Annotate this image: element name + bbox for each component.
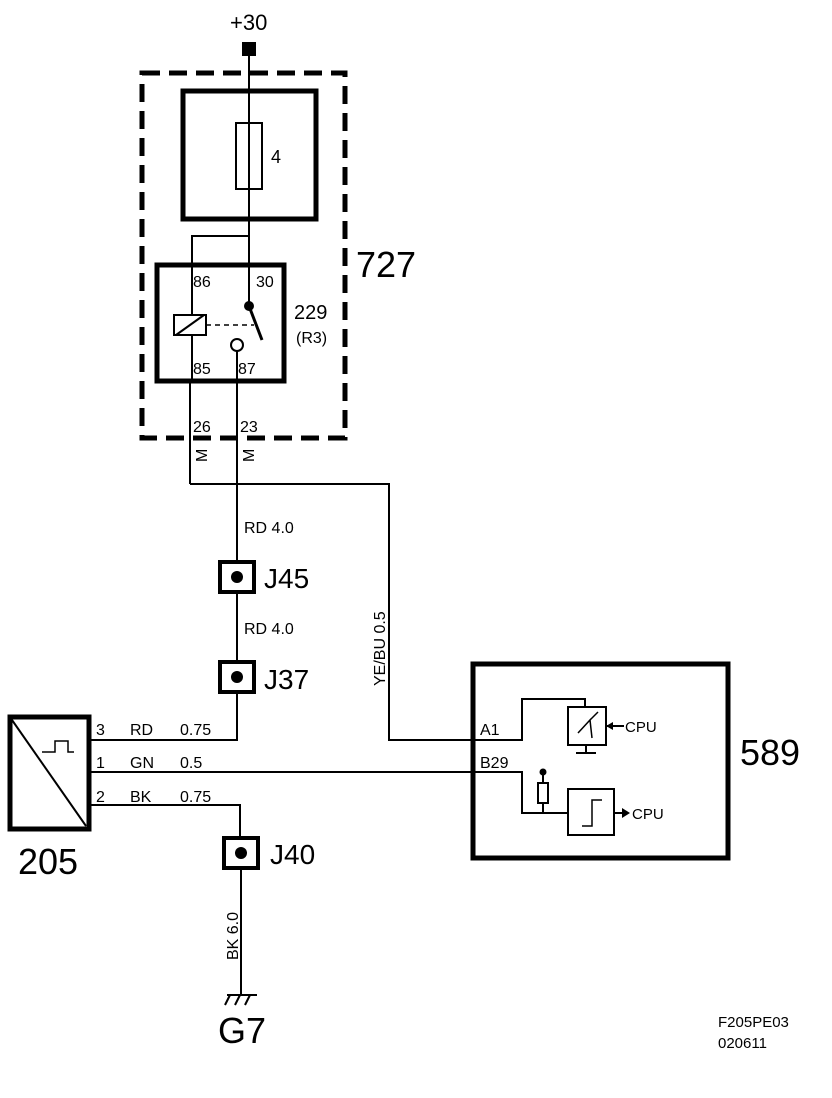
supply-label: +30	[230, 10, 267, 35]
wire1-num: 1	[96, 755, 105, 772]
relay-switch-arm	[247, 305, 264, 341]
sensor-205-label: 205	[18, 841, 78, 882]
conn-pin-26: 26	[193, 419, 211, 436]
wire1-size: 0.5	[180, 755, 202, 772]
ecu-schmitt-icon	[582, 799, 602, 827]
conn-m-right: M	[241, 449, 258, 462]
relay-pin-86: 86	[193, 274, 211, 291]
wire-bk60-label: BK 6.0	[225, 912, 242, 960]
wire-yebu	[190, 483, 476, 741]
fusebox-727-outline	[139, 70, 348, 441]
footer-code: F205PE03	[718, 1014, 789, 1031]
supply-terminal	[242, 42, 256, 56]
cpu-arrow-2	[622, 808, 630, 818]
relay-label: 229	[294, 302, 327, 324]
relay-pin-85: 85	[193, 361, 211, 378]
wire-rd40-label-a: RD 4.0	[244, 520, 294, 537]
ecu-cpu-label-1: CPU	[625, 719, 657, 736]
wire2-num: 2	[96, 789, 105, 806]
relay-pin-87: 87	[238, 361, 256, 378]
ecu-pin-b29: B29	[480, 755, 509, 772]
junction-j37-label: J37	[264, 664, 309, 695]
ecu-schmitt-trigger	[567, 788, 615, 836]
fusebox-727-label: 727	[356, 244, 416, 285]
relay-229	[154, 262, 287, 384]
junction-j45-label: J45	[264, 563, 309, 594]
relay-pin-30: 30	[256, 274, 274, 291]
junction-j40-label: J40	[270, 839, 315, 870]
ecu-589-label: 589	[740, 732, 800, 773]
wire2-size: 0.75	[180, 789, 211, 806]
cpu-arrow-1	[606, 722, 613, 730]
ground-g7-label: G7	[218, 1010, 266, 1051]
ecu-cpu-label-2: CPU	[632, 806, 664, 823]
wire-yebu-label: YE/BU 0.5	[372, 611, 389, 686]
relay-contact-87	[230, 338, 244, 352]
wire2-color: BK	[130, 789, 152, 806]
ecu-pullup-resistor	[537, 782, 549, 804]
fuse-4-label: 4	[271, 147, 281, 167]
wire-bk	[89, 804, 241, 838]
conn-m-left: M	[194, 449, 211, 462]
footer-date: 020611	[718, 1035, 767, 1052]
sensor-pulse-icon	[42, 740, 74, 753]
wire1-color: GN	[130, 755, 154, 772]
relay-sub: (R3)	[296, 330, 327, 347]
ecu-driver-icon	[577, 711, 599, 739]
wire3-size: 0.75	[180, 722, 211, 739]
wire-rd40-label-b: RD 4.0	[244, 621, 294, 638]
wire3-color: RD	[130, 722, 153, 739]
ecu-pin-a1: A1	[480, 722, 500, 739]
conn-pin-23: 23	[240, 419, 258, 436]
ecu-589	[470, 661, 731, 861]
wire3-num: 3	[96, 722, 105, 739]
ecu-output-stage	[567, 706, 607, 746]
